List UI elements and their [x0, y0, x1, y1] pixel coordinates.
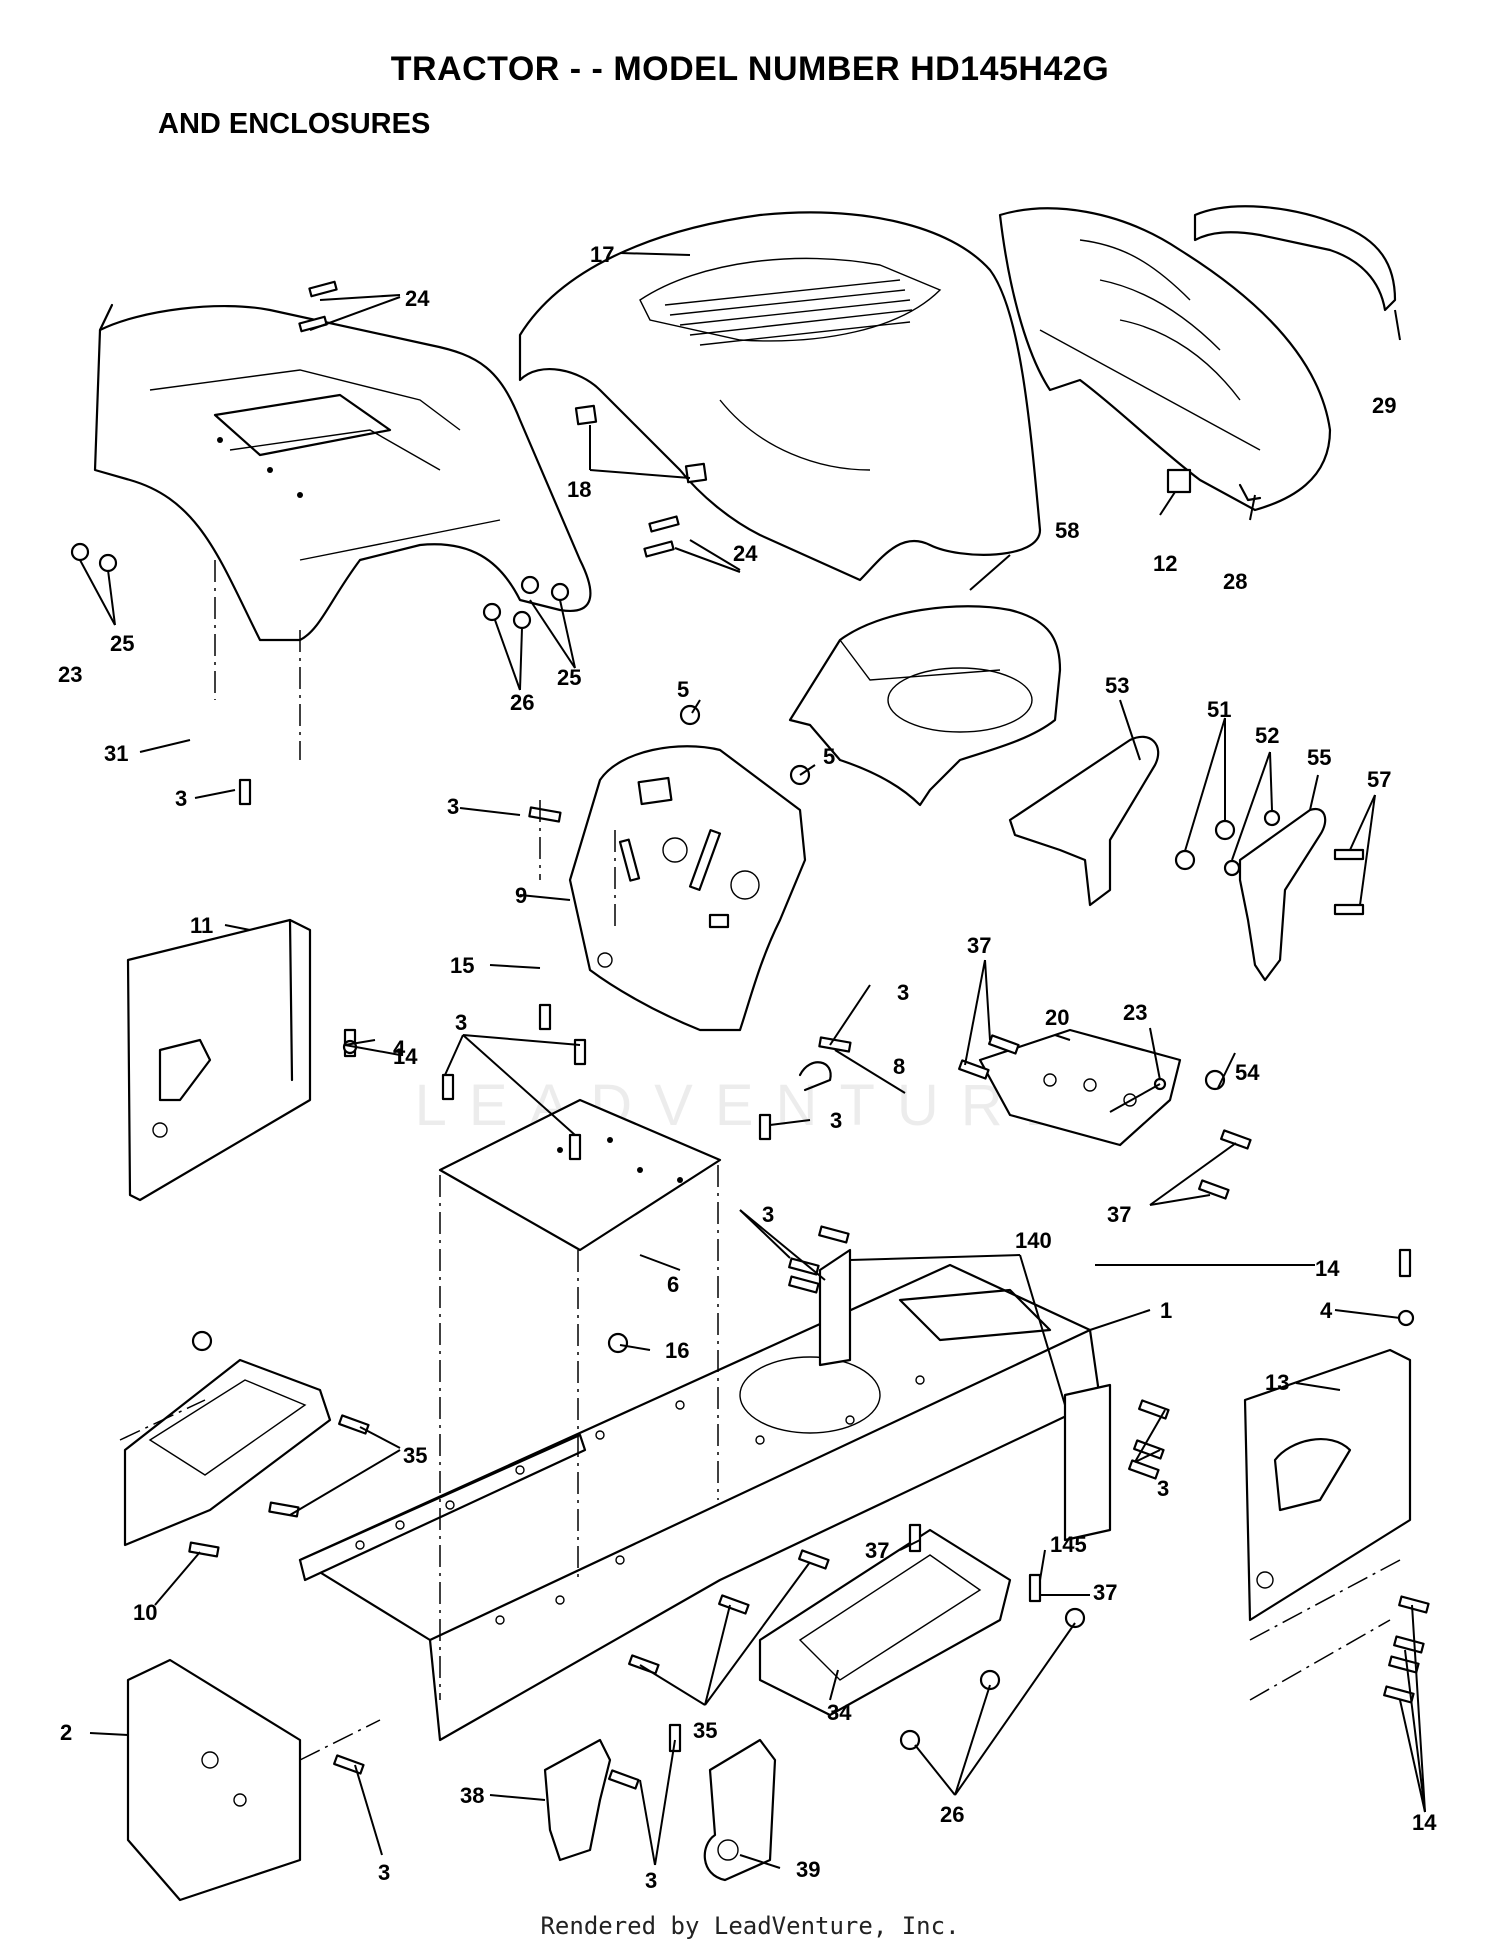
callout-9: 9 — [515, 883, 527, 908]
callout-23a: 23 — [1123, 1000, 1147, 1025]
callout-58: 58 — [1055, 518, 1079, 543]
hood — [518, 211, 1042, 582]
callout-37c: 37 — [865, 1538, 889, 1563]
callout-29: 29 — [1372, 393, 1396, 418]
callout-25a: 25 — [110, 631, 134, 656]
plate-20 — [978, 1028, 1182, 1147]
page-title: TRACTOR - - MODEL NUMBER HD145H42G — [390, 50, 1110, 88]
callout-5b: 5 — [823, 744, 835, 769]
callout-8: 8 — [893, 1054, 905, 1079]
callout-3f: 3 — [762, 1202, 774, 1227]
hardware — [70, 280, 1430, 1790]
callout-23b: 23 — [58, 662, 82, 687]
main-frame — [298, 1263, 1112, 1742]
bracket-53 — [1008, 735, 1160, 907]
callout-3e: 3 — [830, 1108, 842, 1133]
bracket-39 — [703, 1738, 777, 1882]
callout-2: 2 — [60, 1720, 72, 1745]
page-subtitle: AND ENCLOSURES — [158, 108, 431, 140]
callout-20: 20 — [1045, 1005, 1069, 1030]
callout-4a: 4 — [393, 1036, 406, 1061]
callout-28: 28 — [1223, 569, 1247, 594]
clip — [1166, 468, 1192, 494]
callout-12: 12 — [1153, 551, 1177, 576]
shroud — [788, 605, 1062, 807]
callout-10: 10 — [133, 1600, 157, 1625]
callout-15: 15 — [450, 953, 474, 978]
panel-2 — [126, 1658, 302, 1902]
rear-fender — [93, 303, 592, 642]
foot-rail-left — [123, 1358, 332, 1547]
callout-37d: 37 — [1093, 1580, 1117, 1605]
alignment-lines — [119, 560, 1401, 1761]
callout-26b: 26 — [940, 1802, 964, 1827]
callout-35b: 35 — [693, 1718, 717, 1743]
callout-55: 55 — [1307, 745, 1331, 770]
foot-rail-right — [758, 1528, 1012, 1717]
callout-52: 52 — [1255, 723, 1279, 748]
clip-8 — [798, 1061, 832, 1092]
bracket-140 — [818, 1248, 852, 1367]
callout-140: 140 — [1015, 1228, 1052, 1253]
bracket-38 — [543, 1738, 612, 1862]
callout-39: 39 — [796, 1857, 820, 1882]
callout-54: 54 — [1235, 1060, 1260, 1085]
callout-51: 51 — [1207, 697, 1231, 722]
callout-14c: 14 — [1412, 1810, 1437, 1835]
footer-credit: Rendered by LeadVenture, Inc. — [540, 1912, 960, 1940]
plate-6 — [438, 1098, 722, 1252]
callout-14a: 14 — [393, 1044, 418, 1069]
left-side-panel — [126, 918, 312, 1202]
front-grille — [998, 207, 1332, 512]
callout-24a: 24 — [405, 286, 430, 311]
callout-4b: 4 — [1320, 1298, 1333, 1323]
callout-38: 38 — [460, 1783, 484, 1808]
callout-6: 6 — [667, 1272, 679, 1297]
callout-3c: 3 — [455, 1010, 467, 1035]
callout-25b: 25 — [557, 665, 581, 690]
dash-panel — [568, 745, 807, 1032]
callout-3h: 3 — [645, 1868, 657, 1893]
callout-3b: 3 — [447, 794, 459, 819]
callout-37b: 37 — [1107, 1202, 1131, 1227]
callout-17: 17 — [590, 242, 614, 267]
callout-53: 53 — [1105, 673, 1129, 698]
callout-18: 18 — [567, 477, 591, 502]
callout-1: 1 — [1160, 1298, 1172, 1323]
bracket-55 — [1238, 807, 1327, 982]
callout-3g: 3 — [1157, 1476, 1169, 1501]
callout-11: 11 — [190, 913, 213, 938]
leader-lines — [79, 252, 1426, 1869]
callout-145: 145 — [1050, 1532, 1087, 1557]
callout-3d: 3 — [897, 980, 909, 1005]
top-trim — [1193, 205, 1397, 312]
callout-13: 13 — [1265, 1370, 1289, 1395]
callout-5a: 5 — [677, 677, 689, 702]
watermark: LEADVENTURE — [414, 1073, 1086, 1138]
callout-16: 16 — [665, 1338, 689, 1363]
callout-57: 57 — [1367, 767, 1391, 792]
callout-37a: 37 — [967, 933, 991, 958]
callout-24b: 24 — [733, 541, 758, 566]
callout-31: 31 — [104, 741, 128, 766]
right-side-panel — [1243, 1348, 1412, 1622]
callout-35a: 35 — [403, 1443, 427, 1468]
callout-14b: 14 — [1315, 1256, 1340, 1281]
callout-26a: 26 — [510, 690, 534, 715]
callout-labels: 24 17 29 18 24 12 28 25 58 25 26 5 53 51… — [58, 242, 1437, 1893]
callout-3a: 3 — [175, 786, 187, 811]
callout-3i: 3 — [378, 1860, 390, 1885]
callout-34: 34 — [827, 1700, 852, 1725]
